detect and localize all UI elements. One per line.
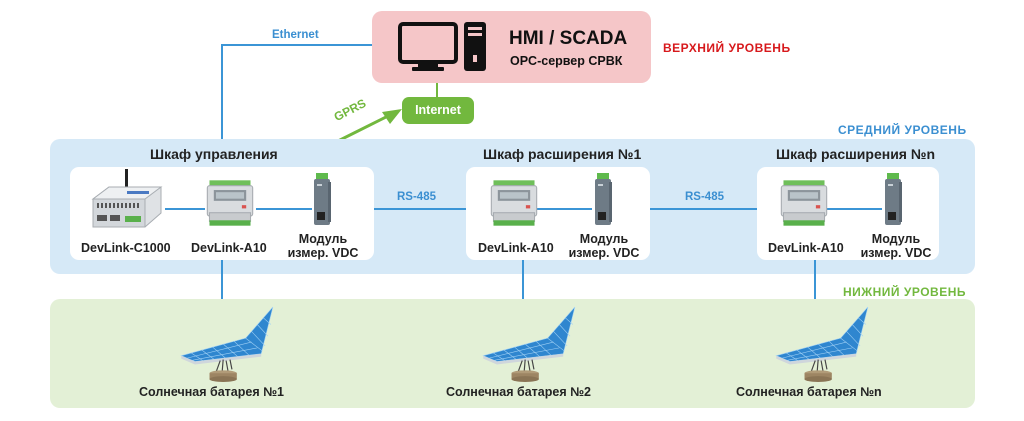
vdc-label-line2: измер. VDC [860,246,932,260]
vdc-label-line1: Модуль [579,232,629,246]
drop-line-n [814,260,816,324]
solar-label-1: Солнечная батарея №1 [139,385,284,399]
cabinet-title-control: Шкаф управления [150,146,278,162]
device-label-a10: DevLink-A10 [768,241,844,255]
device-label-c1000: DevLink-C1000 [81,241,171,255]
bottom-level-label: НИЖНИЙ УРОВЕНЬ [843,285,966,299]
hmi-title: HMI / SCADA [509,28,628,49]
rs485-line-2 [650,208,757,210]
ethernet-line-v [221,44,223,139]
vdc-label-line1: Модуль [871,232,921,246]
computer-icon [398,22,486,71]
io-module-icon[interactable] [487,176,541,230]
vdc-module-icon[interactable] [881,172,905,228]
controller-icon[interactable] [86,169,168,231]
internet-label: Internet [415,103,461,117]
hmi-subtitle: OPC-сервер СРВК [510,54,623,68]
rs485-label-2: RS-485 [685,191,724,203]
internet-box[interactable]: Internet [402,97,474,124]
solar-panel-icon[interactable] [467,305,597,383]
ethernet-line-h [221,44,372,46]
hmi-scada-box[interactable]: HMI / SCADA OPC-сервер СРВК [372,11,651,83]
link-a10-vdc-0 [256,208,312,210]
solar-panel-icon[interactable] [760,305,890,383]
ethernet-label: Ethernet [272,29,319,41]
internet-link-line [436,83,438,98]
link-c1000-a10 [165,208,205,210]
vdc-module-icon[interactable] [310,172,334,228]
solar-label-n: Солнечная батарея №n [736,385,882,399]
device-label-a10: DevLink-A10 [478,241,554,255]
drop-line-1 [221,260,223,324]
device-label-vdc: Модуль измер. VDC [856,232,936,260]
solar-panel-icon[interactable] [165,305,295,383]
arrowhead-up-icon [382,109,402,124]
io-module-icon[interactable] [203,176,257,230]
device-label-a10: DevLink-A10 [191,241,267,255]
cabinet-title-ext-n: Шкаф расширения №n [776,146,936,162]
link-a10-vdc-1 [536,208,592,210]
drop-line-2 [522,260,524,324]
vdc-label-line2: измер. VDC [568,246,640,260]
io-module-icon[interactable] [777,176,831,230]
vdc-label-line2: измер. VDC [287,246,359,260]
link-a10-vdc-2 [826,208,882,210]
vdc-label-line1: Модуль [298,232,348,246]
device-label-vdc: Модуль измер. VDC [283,232,363,260]
rs485-label-1: RS-485 [397,191,436,203]
solar-label-2: Солнечная батарея №2 [446,385,591,399]
rs485-line-1 [374,208,466,210]
middle-level-label: СРЕДНИЙ УРОВЕНЬ [838,123,967,137]
device-label-vdc: Модуль измер. VDC [564,232,644,260]
top-level-label: ВЕРХНИЙ УРОВЕНЬ [663,41,791,55]
vdc-module-icon[interactable] [591,172,615,228]
cabinet-title-ext-1: Шкаф расширения №1 [483,146,642,162]
